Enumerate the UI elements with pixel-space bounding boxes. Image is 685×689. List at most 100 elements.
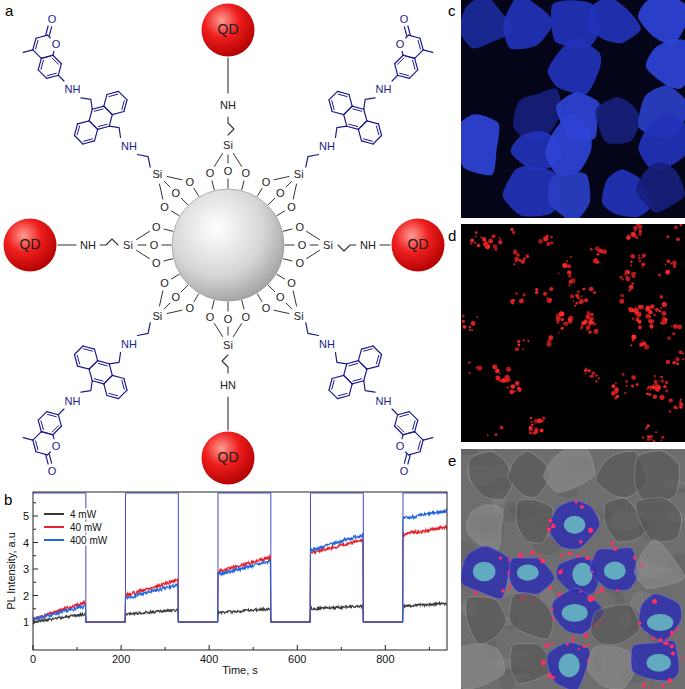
red-speckle bbox=[483, 242, 488, 247]
ring-bond bbox=[344, 375, 352, 383]
red-speckle bbox=[560, 553, 563, 556]
red-speckle bbox=[475, 367, 477, 369]
red-speckle bbox=[638, 622, 641, 625]
carbonyl-bond bbox=[49, 454, 51, 463]
red-speckle bbox=[513, 263, 515, 265]
nanoparticle-scheme bbox=[23, 26, 433, 464]
ring-bond bbox=[403, 432, 415, 435]
amine-link bbox=[227, 397, 228, 430]
cell-nucleus bbox=[517, 564, 539, 580]
carbonyl-bond bbox=[46, 26, 48, 35]
siloxane-bond bbox=[307, 250, 320, 258]
red-speckle bbox=[645, 314, 650, 319]
red-speckle bbox=[649, 320, 653, 324]
red-speckle bbox=[560, 312, 565, 317]
red-speckle bbox=[595, 374, 598, 377]
red-speckle bbox=[585, 556, 589, 560]
unstained-cell bbox=[466, 597, 507, 645]
excitation-square-wave bbox=[33, 493, 447, 622]
siloxane-bond bbox=[268, 198, 274, 204]
siloxane-bond bbox=[164, 229, 173, 231]
unstained-cell bbox=[461, 644, 505, 689]
linker-chain bbox=[306, 323, 319, 336]
siloxane-bond bbox=[277, 211, 285, 216]
ring-double-bond bbox=[332, 381, 334, 390]
ring-double-bond bbox=[41, 60, 43, 69]
red-speckle bbox=[593, 329, 598, 334]
node-label: QD bbox=[20, 237, 41, 252]
red-speckle bbox=[615, 382, 617, 384]
red-speckle bbox=[629, 285, 634, 290]
red-speckle bbox=[550, 241, 553, 244]
red-speckle bbox=[582, 288, 585, 291]
red-speckle bbox=[624, 392, 626, 394]
red-speckle bbox=[580, 327, 583, 330]
ring-bond bbox=[53, 426, 61, 434]
time-trace-chart bbox=[33, 492, 447, 650]
red-speckle bbox=[487, 434, 489, 436]
red-speckle bbox=[511, 384, 516, 389]
red-speckle bbox=[514, 390, 516, 392]
red-speckle bbox=[569, 284, 571, 286]
atom-label: O bbox=[276, 187, 285, 199]
red-speckle bbox=[523, 257, 525, 259]
red-speckle bbox=[488, 239, 493, 244]
red-speckle bbox=[676, 628, 679, 631]
ring-bond bbox=[36, 452, 48, 455]
red-speckle bbox=[611, 391, 616, 396]
ring-bond bbox=[89, 109, 92, 121]
ring-bond bbox=[89, 121, 97, 129]
red-speckle bbox=[631, 375, 636, 380]
red-speckle bbox=[656, 384, 660, 388]
red-speckle bbox=[654, 380, 658, 384]
cell-nucleus bbox=[562, 604, 588, 622]
atom-label: O bbox=[400, 465, 409, 477]
panel-letter: e bbox=[448, 453, 456, 470]
siloxane-bond bbox=[162, 245, 171, 246]
red-speckle bbox=[523, 258, 525, 260]
red-speckle bbox=[652, 440, 655, 442]
red-speckle bbox=[557, 592, 560, 595]
red-speckle bbox=[533, 430, 538, 435]
red-speckle bbox=[495, 433, 498, 436]
red-speckle bbox=[517, 387, 522, 392]
red-speckle bbox=[567, 264, 571, 268]
red-speckle bbox=[468, 372, 470, 374]
amine-link bbox=[392, 409, 398, 415]
red-speckle bbox=[546, 242, 550, 246]
atom-label: O bbox=[242, 311, 251, 323]
ring-bond bbox=[344, 364, 347, 376]
red-speckle bbox=[518, 344, 521, 347]
atom-label: O bbox=[296, 221, 305, 233]
red-speckle bbox=[630, 344, 632, 346]
red-speckle bbox=[645, 306, 650, 311]
ring-bond bbox=[58, 64, 61, 76]
red-speckle bbox=[469, 329, 471, 331]
siloxane-bond bbox=[228, 155, 229, 163]
red-speckle bbox=[509, 389, 514, 394]
red-speckle bbox=[631, 384, 634, 387]
ring-double-bond bbox=[353, 109, 362, 111]
red-speckle bbox=[679, 224, 682, 226]
tick-label: 800 bbox=[376, 653, 394, 665]
red-speckle bbox=[528, 427, 532, 431]
red-speckle bbox=[513, 249, 518, 254]
red-speckle bbox=[614, 387, 619, 392]
x-tick bbox=[297, 645, 298, 650]
red-speckle bbox=[571, 636, 574, 639]
y-tick bbox=[33, 542, 38, 543]
cell bbox=[636, 162, 685, 213]
red-speckle bbox=[543, 292, 547, 296]
ring-bond bbox=[395, 415, 398, 427]
tick-label: 4 bbox=[23, 536, 29, 548]
ring-bond bbox=[415, 432, 423, 440]
red-speckle bbox=[668, 410, 671, 413]
ring-bond bbox=[41, 55, 53, 58]
red-speckle bbox=[570, 278, 575, 283]
red-speckle bbox=[519, 553, 524, 558]
atom-label: NH bbox=[220, 99, 236, 111]
atom-label: Si bbox=[123, 239, 133, 251]
red-speckle bbox=[580, 505, 584, 509]
carbonyl-bond bbox=[404, 454, 406, 463]
